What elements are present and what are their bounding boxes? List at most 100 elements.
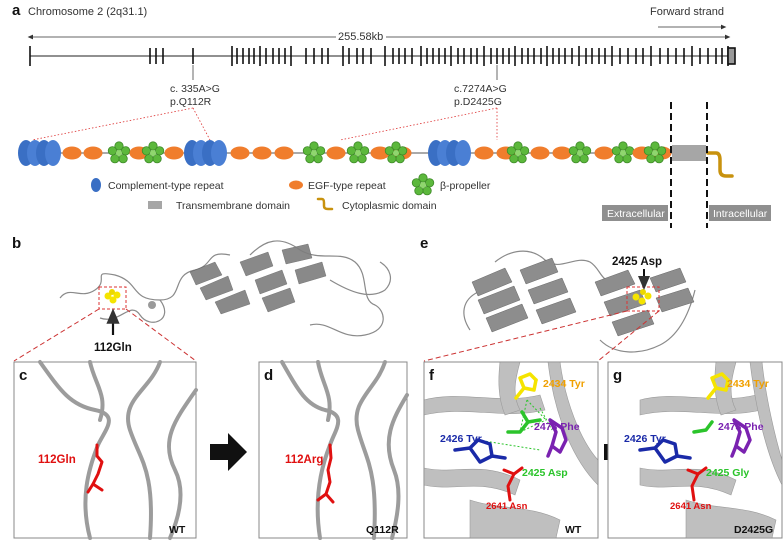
panel-g-tyr2426 — [638, 438, 692, 464]
panel-f-tyr2434 — [514, 372, 538, 400]
panel-g-tyr2434-text: 2434 Tyr — [727, 378, 769, 390]
panel-g-phe2473-text: 2473 Phe — [718, 421, 764, 433]
egf-repeat — [326, 146, 346, 160]
panel-c-label: c — [19, 367, 27, 384]
variant2-dotted-left — [339, 107, 498, 141]
panel-e-residue-text: 2425 Asp — [612, 256, 662, 268]
egf-repeat — [530, 146, 550, 160]
panel-f-tyr2426-text: 2426 Tyr — [440, 433, 482, 445]
legend-egf-text: EGF-type repeat — [308, 180, 386, 192]
panel-b-sheets — [189, 243, 327, 315]
egf-repeat — [62, 146, 82, 160]
panel-c-backbone — [38, 360, 198, 540]
panel-d-backbone — [280, 360, 409, 540]
complement-repeat — [184, 140, 227, 166]
egf-repeat — [83, 146, 103, 160]
egf-repeat — [594, 146, 614, 160]
panel-f-state: WT — [565, 524, 582, 536]
panel-c-state: WT — [169, 524, 186, 536]
panel-g-label: g — [613, 367, 622, 384]
beta-propeller — [384, 141, 408, 164]
panel-g-phe2473 — [730, 418, 752, 458]
panel-b-zoom-left — [13, 308, 100, 362]
panel-f-asp2425-text: 2425 Asp — [522, 467, 568, 479]
extracellular-box — [602, 205, 668, 221]
egf-repeat — [274, 146, 294, 160]
cytoplasmic-domain — [706, 151, 734, 178]
variant1-cdna: c. 335A>G — [170, 83, 220, 95]
panel-f-ribbons — [423, 361, 599, 539]
strand-label: Forward strand — [650, 6, 724, 18]
panel-g-ribbons — [639, 361, 783, 539]
panel-f-asn2641-text: 2641 Asn — [486, 501, 528, 512]
panel-b-label: b — [12, 235, 21, 252]
panel-g-gly2425-text: 2425 Gly — [706, 467, 749, 479]
variant1-protein: p.Q112R — [170, 96, 212, 108]
panel-b-zoom-right — [125, 308, 197, 362]
egf-repeat — [552, 146, 572, 160]
exon-last — [727, 47, 736, 65]
legend-transmembrane-swatch — [148, 201, 162, 209]
intracellular-box — [709, 205, 771, 221]
legend-cytoplasmic-text: Cytoplasmic domain — [342, 200, 437, 212]
panel-c-residue — [86, 443, 104, 494]
panel-c-frame — [13, 361, 197, 539]
variant1-dotted-left — [31, 107, 194, 141]
panel-g-tyr2426-text: 2426 Tyr — [624, 433, 666, 445]
variant1-dotted-right — [192, 107, 211, 141]
legend-cytoplasmic-swatch — [316, 197, 334, 211]
beta-propeller — [643, 141, 667, 164]
beta-propeller — [302, 141, 326, 164]
domain-track — [18, 140, 672, 166]
beta-propeller — [346, 141, 370, 164]
panel-c-residue-text: 112Gln — [38, 454, 76, 466]
legend-transmembrane-text: Transmembrane domain — [176, 200, 290, 212]
egf-repeat — [370, 146, 390, 160]
egf-repeat — [252, 146, 272, 160]
panel-f-tyr2426 — [453, 438, 507, 464]
panel-g-tyr2434 — [706, 372, 730, 400]
length-label: 255.58kb — [338, 31, 383, 43]
beta-propeller — [506, 141, 530, 164]
panel-b-residue-spheres — [104, 289, 121, 304]
legend-propeller-swatch — [411, 173, 435, 196]
legend-complement-swatch — [91, 178, 101, 192]
complement-repeat — [428, 140, 471, 166]
beta-propeller — [141, 141, 165, 164]
complement-repeat — [18, 140, 61, 166]
panel-f-asp2425 — [506, 410, 542, 434]
panel-d-state: Q112R — [366, 524, 399, 536]
panel-d-label: d — [264, 367, 273, 384]
egf-repeat — [164, 146, 184, 160]
panel-f-phe2473-text: 2473 Phe — [534, 421, 580, 433]
panel-e-sheets — [471, 257, 695, 337]
panel-a-label: a — [12, 2, 21, 19]
panel-b-residue-text: 112Gln — [94, 342, 132, 354]
chromosome-label: Chromosome 2 (2q31.1) — [28, 6, 147, 18]
panel-e-zoom-left — [423, 310, 628, 362]
panel-f-asn2641 — [502, 466, 524, 502]
beta-propeller — [568, 141, 592, 164]
panel-d-residue-text: 112Arg — [285, 454, 323, 466]
panel-g-asn2641 — [686, 466, 708, 502]
panel-f-tyr2434-text: 2434 Tyr — [543, 378, 585, 390]
panel-g-gly2425 — [692, 420, 714, 434]
panel-b-ball — [148, 301, 156, 309]
arrow-c-to-d — [210, 433, 247, 471]
panel-g-asn2641-text: 2641 Asn — [670, 501, 712, 512]
beta-propeller — [611, 141, 635, 164]
panel-d-residue — [316, 443, 335, 504]
variant2-protein: p.D2425G — [454, 96, 502, 108]
variant2-cdna: c.7274A>G — [454, 83, 507, 95]
egf-repeat — [474, 146, 494, 160]
intracellular-text: Intracellular — [713, 208, 768, 220]
beta-propeller — [107, 141, 131, 164]
exon-track — [29, 46, 736, 66]
panel-d-frame — [258, 361, 408, 539]
legend-propeller-text: β-propeller — [440, 180, 491, 192]
panel-f-label: f — [429, 367, 435, 384]
egf-repeat — [230, 146, 250, 160]
legend-egf-swatch — [289, 180, 303, 190]
panel-g-state: D2425G — [734, 524, 773, 536]
